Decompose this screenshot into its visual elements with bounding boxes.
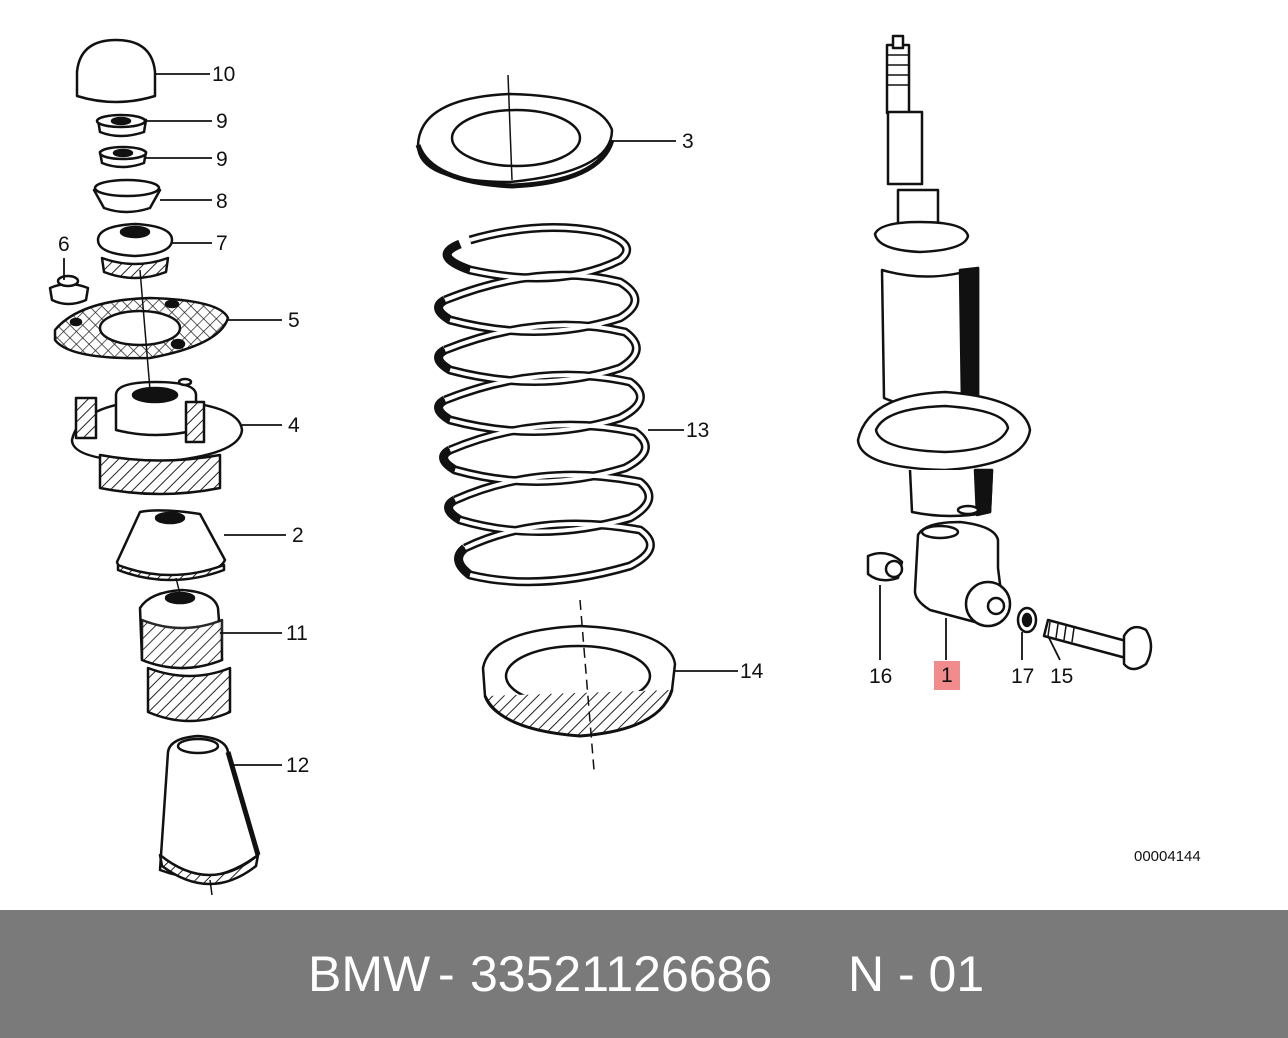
bump-stop-part-11: [138, 588, 232, 723]
callout-3: 3: [682, 130, 694, 153]
nut-part-9-lower: [98, 145, 148, 169]
bolt-part-15: [1042, 618, 1153, 671]
nut-part-16: [866, 551, 904, 582]
parts-diagram: [48, 34, 1153, 896]
callout-6: 6: [58, 233, 70, 256]
callout-11: 11: [286, 622, 308, 645]
washer-cup-part-8: [92, 178, 162, 214]
callout-10: 10: [212, 63, 236, 86]
part-number: 33521126686: [470, 946, 773, 1002]
spring-pad-part-3: [415, 92, 615, 189]
callout-9-upper: 9: [216, 110, 228, 133]
callout-2: 2: [292, 524, 304, 547]
callout-13: 13: [686, 419, 710, 442]
hex-nut-part-6: [48, 274, 90, 306]
coil-spring-inner-lines: [444, 225, 653, 584]
callout-14: 14: [740, 660, 764, 683]
rubber-bushing-part-7: [96, 222, 174, 280]
position-code: N - 01: [848, 946, 985, 1002]
dust-cap-part-10: [75, 38, 157, 104]
upper-mount-part-4: [70, 377, 244, 496]
diagram-reference-code: 00004144: [1134, 848, 1201, 865]
shock-absorber-part-1: [856, 34, 1032, 628]
callout-12: 12: [286, 754, 310, 777]
callout-17: 17: [1011, 665, 1035, 688]
callout-9-lower: 9: [216, 148, 228, 171]
callout-8: 8: [216, 190, 228, 213]
spring-seat-part-14: [481, 624, 677, 738]
callout-15: 15: [1050, 665, 1074, 688]
separator: -: [438, 946, 455, 1002]
callout-16: 16: [869, 665, 893, 688]
stop-cup-part-2: [115, 509, 227, 582]
gasket-part-5: [53, 296, 230, 360]
callout-1-highlighted: 1: [934, 661, 960, 690]
callout-4: 4: [288, 414, 300, 437]
protective-boot-part-12: [158, 734, 261, 886]
part-info-footer: BMW - 33521126686 N - 01: [0, 910, 1288, 1038]
washer-part-17: [1016, 606, 1038, 634]
callout-7: 7: [216, 232, 228, 255]
brand-name: BMW: [308, 946, 431, 1002]
callout-5: 5: [288, 309, 300, 332]
nut-part-9-upper: [95, 113, 148, 138]
